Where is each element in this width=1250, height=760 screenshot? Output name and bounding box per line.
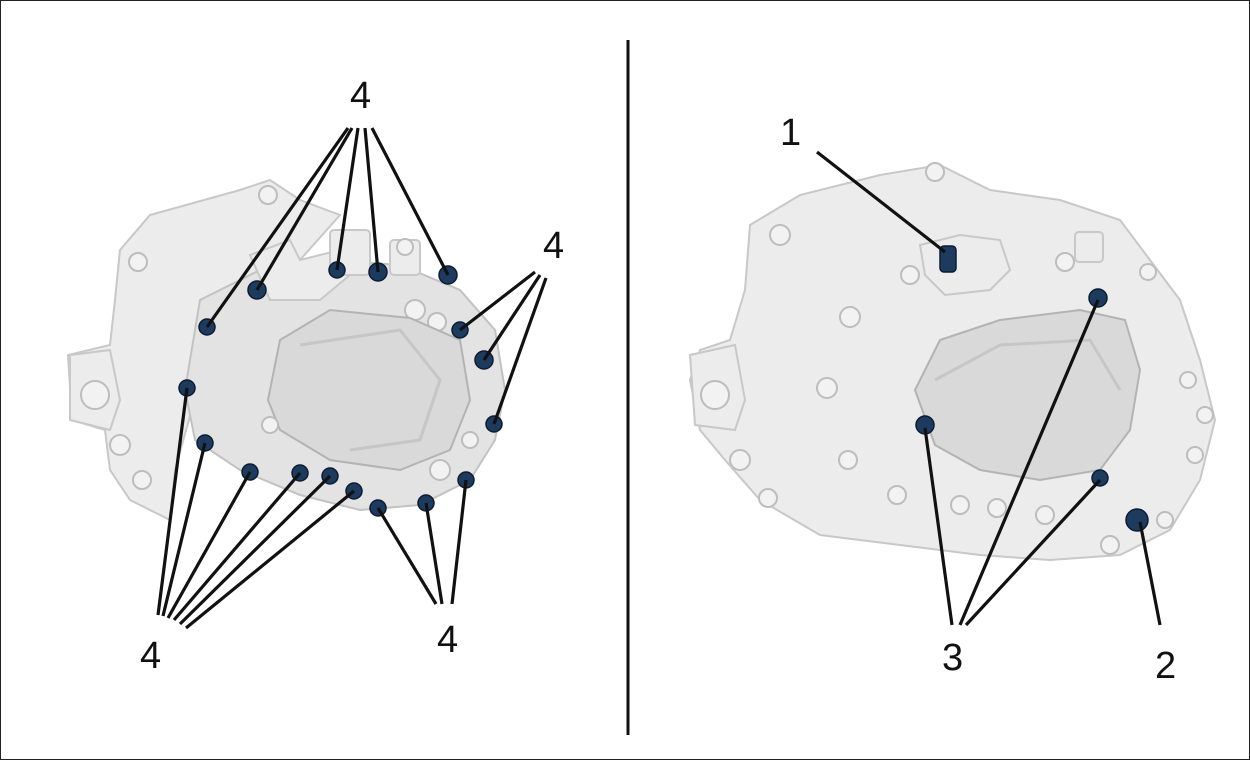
gearbox-housing-left-icon bbox=[68, 180, 505, 520]
callout-label-two: 2 bbox=[1155, 645, 1176, 687]
callout-label-one: 1 bbox=[780, 112, 801, 154]
bolt-marker-icon bbox=[1089, 289, 1107, 307]
callout-label-bottom-left: 4 bbox=[140, 635, 161, 677]
bolt-marker-icon bbox=[1092, 470, 1108, 486]
gearbox-housing-right-icon bbox=[690, 163, 1215, 560]
callout-label-three: 3 bbox=[942, 637, 963, 679]
callout-label-bottom-right: 4 bbox=[437, 619, 458, 661]
callout-label-right: 4 bbox=[543, 225, 564, 267]
bolt-marker-icon bbox=[1126, 509, 1148, 531]
callout-label-top: 4 bbox=[350, 75, 371, 117]
